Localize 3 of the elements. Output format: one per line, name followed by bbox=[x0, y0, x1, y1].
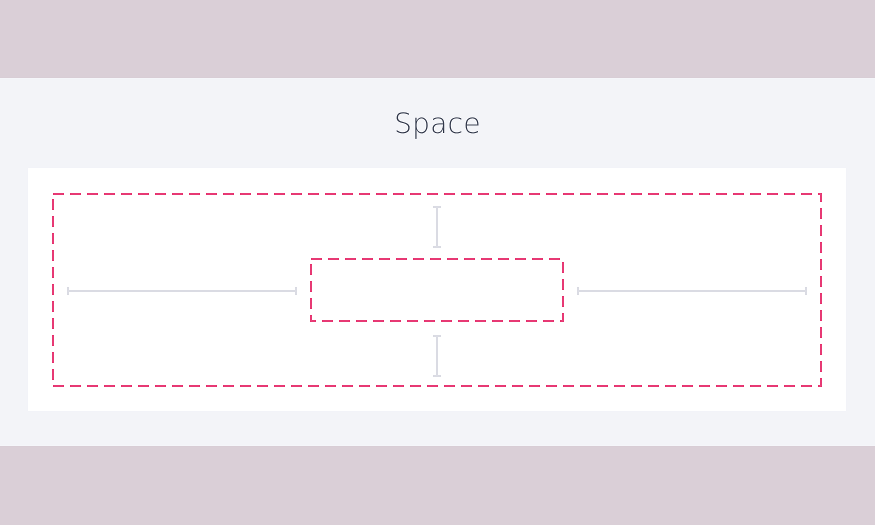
content-frame bbox=[310, 258, 564, 322]
title: Space bbox=[394, 106, 481, 142]
container-frame bbox=[52, 193, 822, 387]
